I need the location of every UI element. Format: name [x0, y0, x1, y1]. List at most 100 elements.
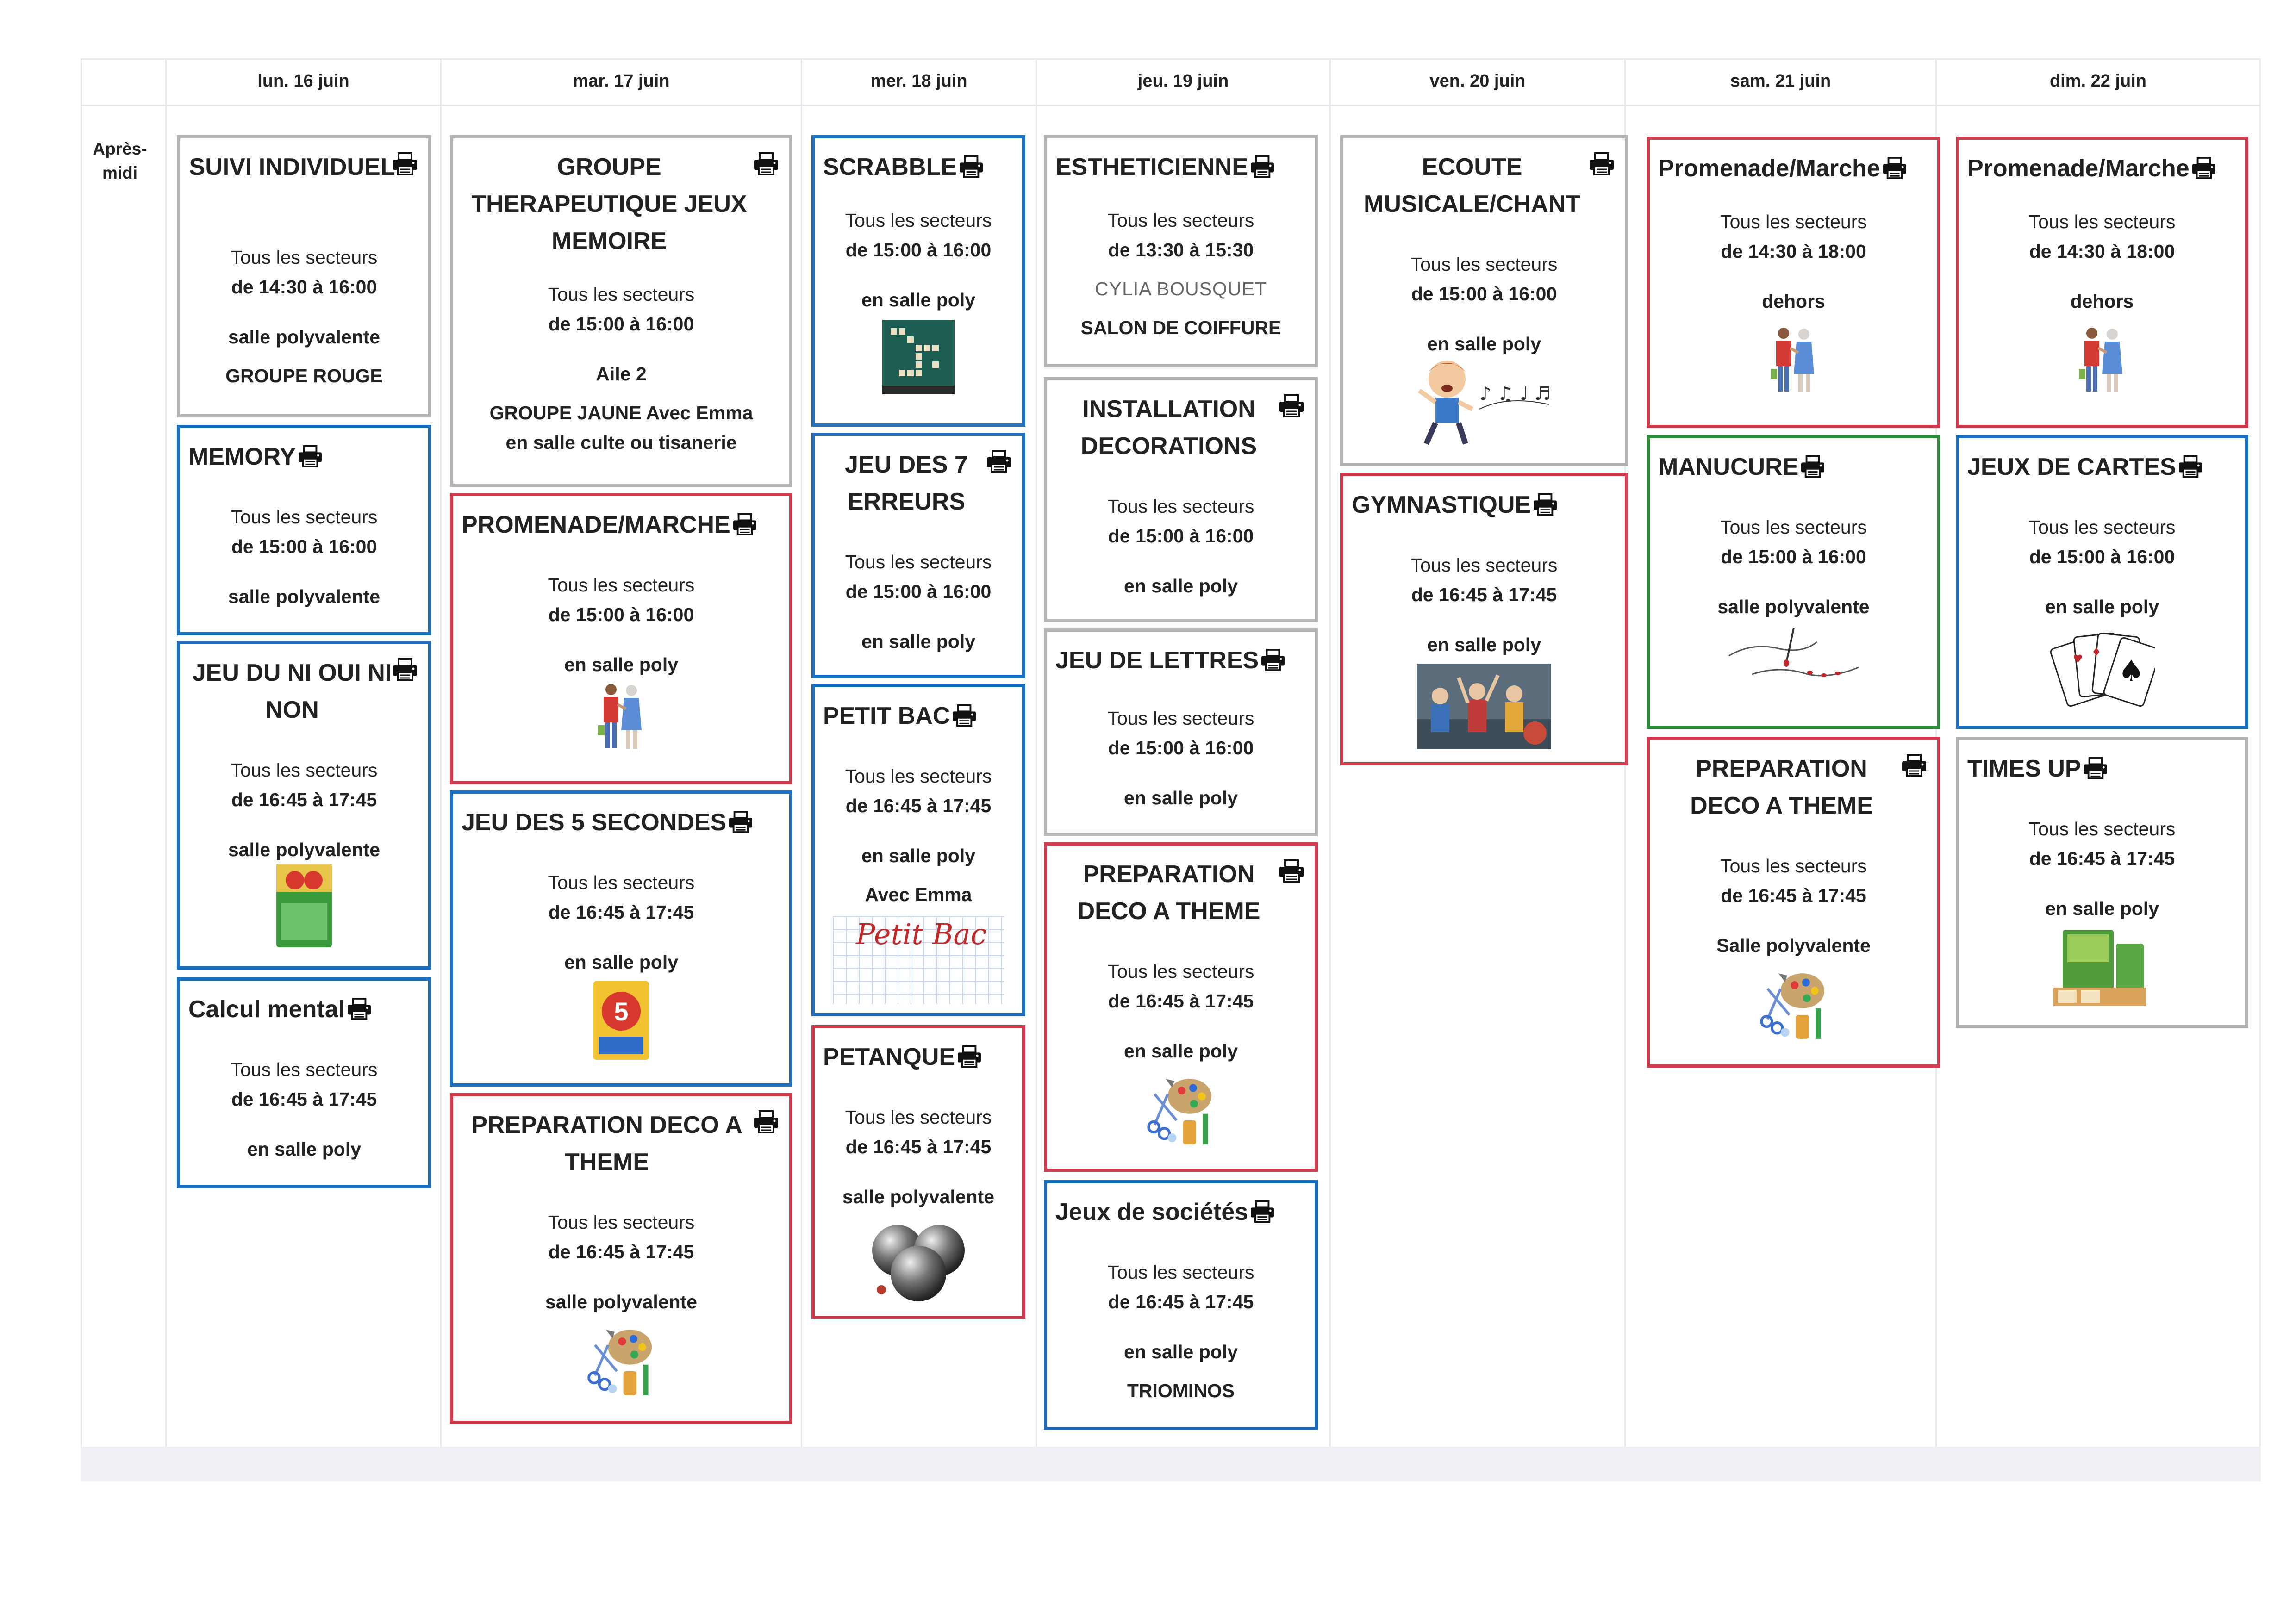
- print-icon[interactable]: [753, 1110, 779, 1133]
- print-icon[interactable]: [986, 450, 1012, 473]
- activity-card[interactable]: Promenade/Marche Tous les secteurs de 14…: [1956, 137, 2248, 428]
- svg-text:♥: ♥: [2073, 653, 2083, 665]
- activity-sectors: Tous les secteurs: [548, 284, 695, 305]
- svg-text:5: 5: [614, 997, 628, 1026]
- print-icon[interactable]: [1901, 754, 1927, 777]
- activity-card[interactable]: INSTALLATION DECORATIONS Tous les secteu…: [1044, 377, 1318, 622]
- print-icon[interactable]: [1279, 859, 1304, 883]
- activity-sectors: Tous les secteurs: [1720, 516, 1867, 538]
- print-icon[interactable]: [1882, 157, 1907, 179]
- activity-card[interactable]: ESTHETICIENNE Tous les secteurs de 13:30…: [1044, 135, 1318, 367]
- grid-line: [165, 58, 167, 1447]
- activity-time: de 16:45 à 17:45: [1108, 1291, 1254, 1312]
- activity-title: MEMORY: [188, 438, 420, 475]
- grid-line: [1329, 58, 1331, 1447]
- activity-card[interactable]: ECOUTE MUSICALE/CHANT Tous les secteurs …: [1340, 135, 1628, 466]
- walking-couple-image: [2074, 325, 2130, 399]
- day-header-thu: jeu. 19 juin: [1137, 71, 1229, 91]
- print-icon[interactable]: [753, 152, 779, 175]
- print-icon[interactable]: [347, 998, 372, 1020]
- activity-location: en salle poly: [1427, 333, 1541, 354]
- svg-text:♠: ♠: [2118, 654, 2144, 689]
- print-icon[interactable]: [392, 152, 418, 175]
- activity-location: dehors: [2070, 291, 2134, 312]
- activity-time: de 15:00 à 16:00: [845, 581, 992, 602]
- grid-line: [2259, 58, 2261, 1447]
- grid-line: [1036, 58, 1037, 1447]
- schedule-sheet: lun. 16 juin mar. 17 juin mer. 18 juin j…: [81, 58, 2261, 1481]
- activity-card[interactable]: JEUX DE CARTES Tous les secteurs de 15:0…: [1956, 435, 2248, 729]
- activity-title: Promenade/Marche: [1967, 150, 2237, 187]
- activity-card[interactable]: PREPARATION DECO A THEME Tous les secteu…: [1044, 842, 1318, 1172]
- print-icon[interactable]: [1800, 455, 1825, 478]
- activity-time: de 16:45 à 17:45: [548, 1241, 694, 1262]
- activity-card[interactable]: PREPARATION DECO A THEME Tous les secteu…: [1647, 737, 1940, 1068]
- day-header-tue: mar. 17 juin: [573, 71, 670, 91]
- activity-location: en salle poly: [1123, 1040, 1238, 1062]
- activity-location: en salle poly: [247, 1138, 362, 1160]
- activity-card[interactable]: JEU DU NI OUI NI NON Tous les secteurs d…: [177, 641, 431, 970]
- activity-location: en salle poly: [861, 631, 976, 652]
- activity-card[interactable]: PETANQUE Tous les secteurs de 16:45 à 17…: [811, 1025, 1025, 1319]
- activity-card[interactable]: MANUCURE Tous les secteurs de 15:00 à 16…: [1647, 435, 1940, 729]
- walking-couple-image: [593, 681, 649, 755]
- activity-sectors: Tous les secteurs: [231, 759, 378, 781]
- scrabble-board-image: [882, 320, 955, 394]
- activity-location: en salle poly: [1123, 575, 1238, 597]
- activity-sectors: Tous les secteurs: [548, 1212, 695, 1233]
- activity-card[interactable]: SCRABBLE Tous les secteurs de 15:00 à 16…: [811, 135, 1025, 427]
- print-icon[interactable]: [728, 811, 753, 833]
- print-icon[interactable]: [392, 658, 418, 681]
- print-icon[interactable]: [959, 155, 984, 178]
- print-icon[interactable]: [2178, 455, 2203, 478]
- activity-card[interactable]: JEU DES 7 ERREURS Tous les secteurs de 1…: [811, 433, 1025, 678]
- activity-location: en salle poly: [564, 951, 679, 973]
- activity-card[interactable]: JEU DES 5 SECONDES Tous les secteurs de …: [450, 790, 792, 1087]
- day-header-fri: ven. 20 juin: [1429, 71, 1526, 91]
- print-icon[interactable]: [1279, 394, 1304, 417]
- activity-card[interactable]: Jeux de sociétés Tous les secteurs de 16…: [1044, 1180, 1318, 1430]
- activity-card[interactable]: PREPARATION DECO A THEME Tous les secteu…: [450, 1093, 792, 1424]
- activity-time: de 14:30 à 18:00: [2029, 241, 2175, 262]
- svg-text:♪ ♫ ♩ ♬: ♪ ♫ ♩ ♬: [1479, 383, 1551, 404]
- print-icon[interactable]: [1260, 649, 1285, 671]
- print-icon[interactable]: [1250, 155, 1275, 178]
- activity-title: Jeux de sociétés: [1055, 1194, 1306, 1231]
- activity-title: JEU DE LETTRES: [1055, 642, 1306, 679]
- activity-title: ECOUTE MUSICALE/CHANT: [1364, 154, 1580, 218]
- activity-card[interactable]: SUIVI INDIVIDUEL Tous les secteurs de 14…: [177, 135, 431, 417]
- activity-title: SCRABBLE: [823, 149, 1014, 186]
- print-icon[interactable]: [2083, 757, 2108, 779]
- print-icon[interactable]: [1589, 152, 1615, 175]
- activity-sectors: Tous les secteurs: [2028, 818, 2176, 839]
- activity-card[interactable]: GROUPE THERAPEUTIQUE JEUX MEMOIRE Tous l…: [450, 135, 792, 487]
- print-icon[interactable]: [952, 704, 977, 727]
- activity-sectors: Tous les secteurs: [1720, 855, 1867, 877]
- activity-extra: en salle culte ou tisanerie: [505, 432, 737, 453]
- print-icon[interactable]: [2191, 157, 2216, 179]
- print-icon[interactable]: [1533, 493, 1558, 516]
- activity-title: JEU DES 5 SECONDES: [462, 804, 781, 841]
- activity-sectors: Tous les secteurs: [845, 1107, 992, 1128]
- activity-card[interactable]: Promenade/Marche Tous les secteurs de 14…: [1647, 137, 1940, 428]
- activity-card[interactable]: MEMORY Tous les secteurs de 15:00 à 16:0…: [177, 425, 431, 635]
- game-box-image: 5: [593, 981, 649, 1060]
- activity-extra: TRIOMINOS: [1127, 1380, 1235, 1401]
- print-icon[interactable]: [298, 445, 323, 467]
- activity-card[interactable]: GYMNASTIQUE Tous les secteurs de 16:45 à…: [1340, 473, 1628, 765]
- activity-sectors: Tous les secteurs: [1410, 554, 1558, 576]
- print-icon[interactable]: [732, 513, 757, 535]
- activity-card[interactable]: Calcul mental Tous les secteurs de 16:45…: [177, 977, 431, 1188]
- activity-card[interactable]: JEU DE LETTRES Tous les secteurs de 15:0…: [1044, 628, 1318, 836]
- activity-card[interactable]: PROMENADE/MARCHE Tous les secteurs de 15…: [450, 493, 792, 784]
- print-icon[interactable]: [1250, 1200, 1275, 1223]
- activity-sectors: Tous les secteurs: [845, 551, 992, 572]
- activity-title: PETIT BAC: [823, 697, 1014, 734]
- playing-cards-image: ♠ ♥ ♦: [2050, 632, 2155, 707]
- print-icon[interactable]: [957, 1045, 982, 1068]
- activity-title: JEUX DE CARTES: [1967, 448, 2237, 485]
- activity-card[interactable]: TIMES UP Tous les secteurs de 16:45 à 17…: [1956, 737, 2248, 1028]
- activity-location: dehors: [1762, 291, 1825, 312]
- activity-sectors: Tous les secteurs: [231, 506, 378, 528]
- activity-card[interactable]: PETIT BAC Tous les secteurs de 16:45 à 1…: [811, 684, 1025, 1016]
